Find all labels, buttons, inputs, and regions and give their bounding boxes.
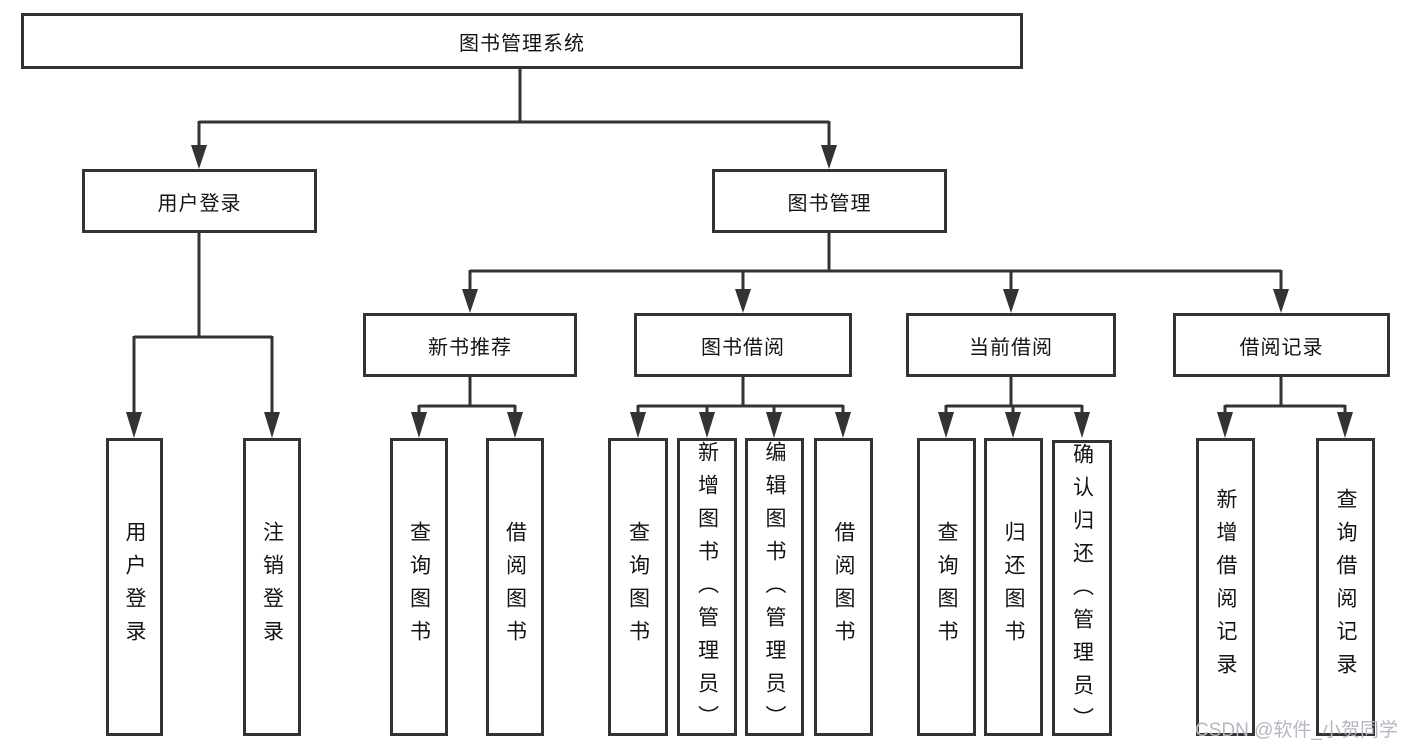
leaf-user-login: 用户登录: [106, 438, 163, 736]
leaf-newbook-borrow-books: 借阅图书: [486, 438, 544, 736]
node-library-management-system: 图书管理系统: [21, 13, 1023, 69]
node-new-book-recommend: 新书推荐: [363, 313, 577, 377]
node-book-management: 图书管理: [712, 169, 947, 233]
leaf-records-add-record: 新增借阅记录: [1196, 438, 1255, 736]
leaf-records-query-record: 查询借阅记录: [1316, 438, 1375, 736]
leaf-borrow-borrow-books: 借阅图书: [814, 438, 873, 736]
leaf-current-query-books: 查询图书: [917, 438, 976, 736]
leaf-newbook-query-books: 查询图书: [390, 438, 448, 736]
node-book-borrow: 图书借阅: [634, 313, 852, 377]
node-borrow-records: 借阅记录: [1173, 313, 1390, 377]
leaf-borrow-add-books-admin: 新增图书（管理员）: [677, 438, 737, 738]
leaf-current-return-books: 归还图书: [984, 438, 1043, 736]
leaf-logout: 注销登录: [243, 438, 301, 736]
node-current-borrow: 当前借阅: [906, 313, 1116, 377]
node-user-login: 用户登录: [82, 169, 317, 233]
leaf-current-confirm-return-admin: 确认归还（管理员）: [1052, 440, 1112, 740]
leaf-borrow-edit-books-admin: 编辑图书（管理员）: [745, 438, 804, 738]
leaf-borrow-query-books: 查询图书: [608, 438, 668, 736]
